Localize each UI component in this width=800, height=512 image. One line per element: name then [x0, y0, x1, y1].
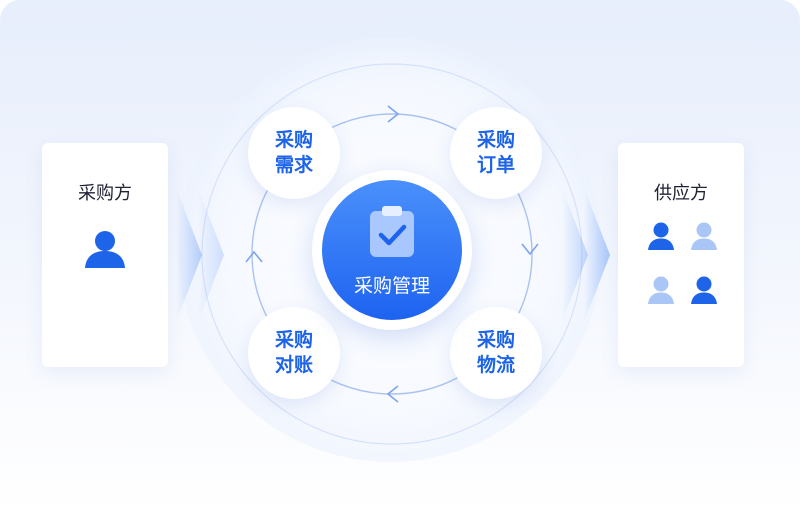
flow-chevron-right	[562, 188, 610, 322]
node-label-line1: 采购	[274, 129, 313, 151]
node-label-line1: 采购	[476, 329, 515, 351]
supplier-title: 供应方	[654, 183, 708, 204]
buyer-card: 采购方	[42, 143, 168, 367]
supplier-user-icon	[691, 276, 717, 304]
arrow-right	[521, 243, 539, 256]
buyer-title: 采购方	[78, 183, 132, 204]
node-purchase-demand: 采购 需求	[248, 107, 340, 199]
node-purchase-logistics: 采购 物流	[450, 307, 542, 399]
node-label-line2: 需求	[274, 154, 313, 176]
arrow-left	[245, 250, 263, 263]
clipboard-check-icon	[370, 206, 414, 257]
node-label-line2: 物流	[476, 354, 515, 376]
flow-chevron-left	[176, 188, 224, 322]
node-label-line1: 采购	[274, 329, 313, 351]
node-purchase-order: 采购 订单	[450, 107, 542, 199]
node-label-line1: 采购	[476, 129, 515, 151]
node-purchase-reconciliation: 采购 对账	[248, 307, 340, 399]
node-label-line2: 订单	[476, 154, 515, 176]
supplier-user-icon	[648, 222, 674, 250]
supplier-user-light-icon	[648, 276, 674, 304]
center-label: 采购管理	[353, 275, 430, 297]
user-icon	[85, 231, 125, 268]
supplier-user-light-icon	[691, 222, 717, 250]
arrow-top	[387, 105, 400, 123]
node-label-line2: 对账	[274, 354, 313, 376]
arrow-bottom	[386, 385, 399, 403]
supplier-card: 供应方	[618, 143, 744, 367]
